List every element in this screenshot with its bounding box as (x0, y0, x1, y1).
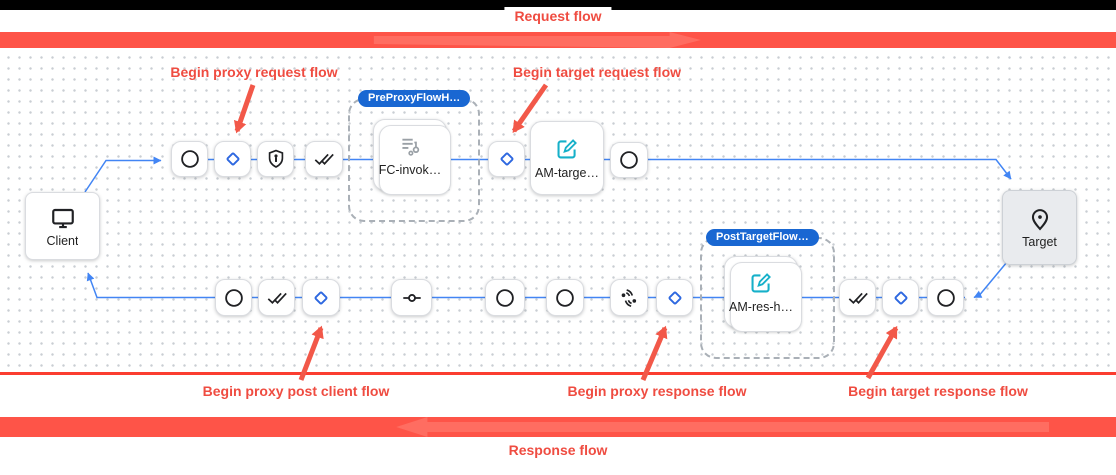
step-begin-target-response-diamond[interactable] (882, 279, 919, 316)
diamond-icon (222, 148, 244, 170)
target-node[interactable]: Target (1002, 190, 1077, 265)
client-node[interactable]: Client (25, 192, 100, 260)
circle-icon (494, 287, 516, 309)
connect-signal-icon (618, 287, 640, 309)
step-begin-proxy-response-diamond[interactable] (656, 279, 693, 316)
step-verify-api-key[interactable] (257, 141, 294, 177)
flow-callout-icon (397, 133, 423, 159)
canvas-bottom-red-line (0, 372, 1116, 375)
step-begin-target-request-diamond[interactable] (488, 141, 525, 177)
left-arrow-shape (396, 417, 1050, 437)
circle-icon (179, 148, 201, 170)
monitor-icon (50, 205, 76, 231)
step-done-all[interactable] (258, 279, 295, 316)
done-all-icon (313, 148, 335, 170)
step-done-all[interactable] (839, 279, 876, 316)
diamond-icon (664, 287, 686, 309)
done-all-icon (266, 287, 288, 309)
commit-icon (401, 287, 423, 309)
request-flow-banner-label: Request flow (504, 7, 612, 25)
circle-icon (935, 287, 957, 309)
step-connect-signal[interactable] (610, 279, 648, 316)
step-request-circle[interactable] (171, 141, 208, 177)
diamond-icon (310, 287, 332, 309)
annotation-begin-target-response: Begin target response flow (848, 383, 1028, 399)
step-begin-proxy-request-diamond[interactable] (214, 141, 251, 177)
edit-square-icon (748, 270, 774, 296)
step-commit[interactable] (391, 279, 432, 316)
request-flow-bar (0, 32, 1116, 48)
step-response-circle[interactable] (215, 279, 252, 316)
circle-icon (618, 149, 640, 171)
client-label: Client (46, 233, 79, 248)
circle-icon (223, 287, 245, 309)
step-response-circle[interactable] (546, 279, 584, 316)
step-response-circle-start[interactable] (927, 279, 964, 316)
annotation-begin-target-request: Begin target request flow (512, 64, 682, 80)
annotation-begin-proxy-request: Begin proxy request flow (170, 64, 338, 80)
step-request-circle-end[interactable] (610, 142, 648, 178)
response-flow-banner-label: Response flow (498, 441, 618, 459)
response-flow-bar (0, 417, 1116, 437)
policy-assign-message-response[interactable]: AM-res-h… (724, 256, 802, 332)
policy-label: AM-targe… (535, 166, 599, 180)
post-target-flow-hook-badge[interactable]: PostTargetFlow… (706, 229, 819, 246)
circle-icon (554, 287, 576, 309)
edit-square-icon (554, 136, 580, 162)
policy-label: FC-invok… (378, 163, 442, 177)
step-done-all[interactable] (305, 141, 343, 177)
target-label: Target (1022, 235, 1057, 249)
top-black-bar (0, 0, 1116, 10)
policy-label: AM-res-h… (729, 300, 793, 314)
done-all-icon (847, 287, 869, 309)
pre-proxy-flow-hook-badge[interactable]: PreProxyFlowH… (358, 90, 471, 107)
step-response-circle[interactable] (485, 279, 525, 316)
annotation-begin-proxy-response: Begin proxy response flow (567, 383, 747, 399)
diamond-icon (496, 148, 518, 170)
location-pin-icon (1027, 206, 1053, 232)
step-begin-proxy-post-client-diamond[interactable] (302, 279, 340, 316)
policy-assign-message-target[interactable]: AM-targe… (530, 121, 604, 195)
right-arrow-shape (373, 32, 701, 48)
shield-key-icon (265, 148, 287, 170)
diamond-icon (890, 287, 912, 309)
policy-flow-callout[interactable]: FC-invok… (373, 119, 451, 195)
annotation-begin-proxy-post-client: Begin proxy post client flow (202, 383, 390, 399)
flow-canvas (0, 48, 1116, 372)
